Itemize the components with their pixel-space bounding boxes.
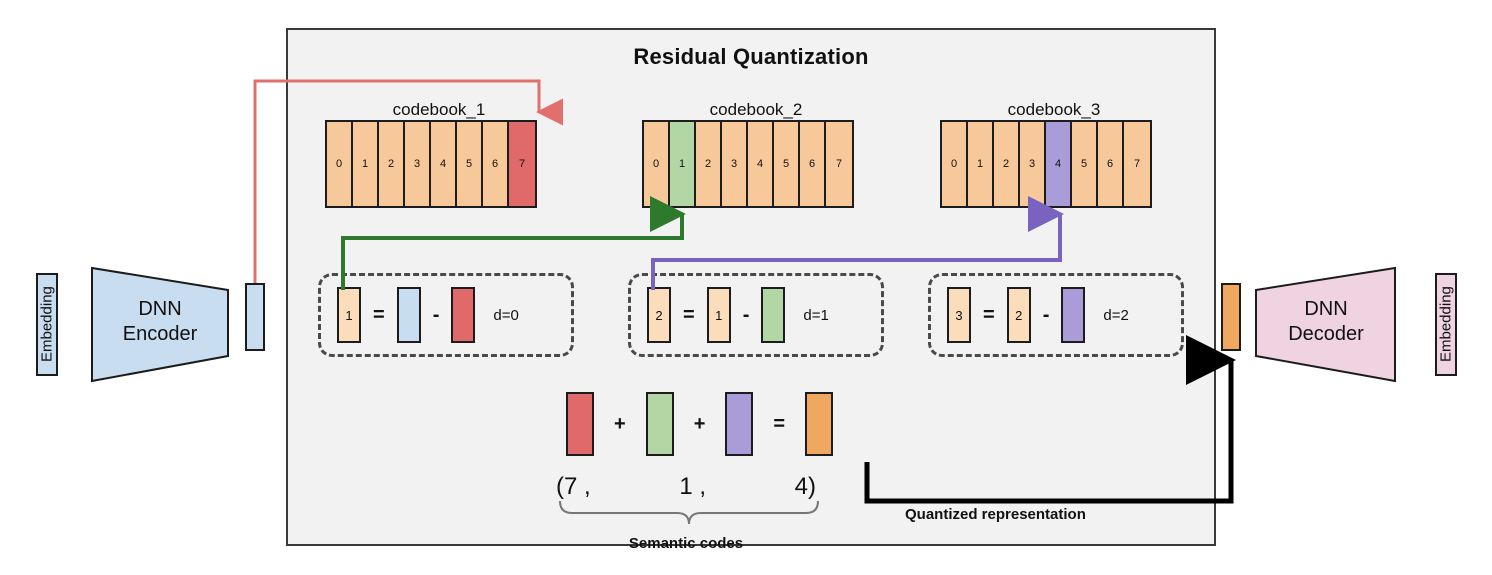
quantized-representation-caption: Quantized representation bbox=[905, 506, 1086, 523]
codebook-3-cell-1[interactable]: 1 bbox=[968, 122, 994, 206]
codebook-3-cell-4[interactable]: 4 bbox=[1046, 122, 1072, 206]
decoder-input-bar bbox=[1221, 283, 1241, 351]
semantic-codes-caption: Semantic codes bbox=[628, 535, 744, 552]
sum-bar-red bbox=[566, 392, 594, 456]
sum-bar-purple bbox=[725, 392, 754, 456]
residual-2-equals: = bbox=[983, 303, 995, 326]
residual-0-depth-label: d=0 bbox=[493, 306, 519, 324]
semantic-code-1: 1 , bbox=[679, 473, 707, 500]
semantic-codes-tuple: (7 , 1 , 4) bbox=[556, 473, 816, 501]
codebook-1-cell-4[interactable]: 4 bbox=[431, 122, 457, 206]
dnn-encoder-label-line2: Encoder bbox=[122, 323, 198, 345]
codebook-2-cell-1[interactable]: 1 bbox=[670, 122, 696, 206]
codebook-1-cell-5[interactable]: 5 bbox=[457, 122, 483, 206]
residual-2-left-bar: 2 bbox=[1006, 287, 1031, 343]
codebook-3-cell-6[interactable]: 6 bbox=[1098, 122, 1124, 206]
encoder-embedding-box: Embedding bbox=[36, 273, 58, 376]
codebook-2-cell-4[interactable]: 4 bbox=[748, 122, 774, 206]
decoder-embedding-box: Embedding bbox=[1435, 273, 1457, 376]
codebook-1-cell-2[interactable]: 2 bbox=[379, 122, 405, 206]
codebook-3-cell-2[interactable]: 2 bbox=[994, 122, 1020, 206]
residual-1-depth-label: d=1 bbox=[803, 306, 829, 324]
page-title: Residual Quantization bbox=[633, 44, 869, 69]
sum-equals: = bbox=[773, 412, 786, 435]
sum-plus-1: + bbox=[614, 412, 626, 435]
encoder-embedding-label: Embedding bbox=[38, 286, 56, 363]
semantic-code-0: (7 , bbox=[556, 473, 591, 500]
codebook-3-cell-7[interactable]: 7 bbox=[1124, 122, 1150, 206]
semantic-code-2: 4) bbox=[794, 473, 816, 500]
codebook-2-label: codebook_2 bbox=[709, 100, 803, 119]
decoder-embedding-label: Embedding bbox=[1437, 286, 1455, 363]
sum-result-bar bbox=[805, 392, 834, 456]
sum-plus-2: + bbox=[693, 412, 706, 435]
residual-0-result-bar: 1 bbox=[337, 287, 361, 343]
residual-group-2: 3 = 2 - d=2 bbox=[928, 273, 1184, 357]
codebook-2-cell-2[interactable]: 2 bbox=[696, 122, 722, 206]
residual-2-result-bar: 3 bbox=[947, 287, 971, 343]
dnn-encoder-label: DNN Encoder bbox=[96, 297, 224, 347]
residual-0-minus: - bbox=[432, 303, 440, 326]
codebook-2-cell-3[interactable]: 3 bbox=[722, 122, 748, 206]
codebook-1-cell-1[interactable]: 1 bbox=[353, 122, 379, 206]
dnn-decoder-label-line2: Decoder bbox=[1288, 323, 1364, 345]
dnn-decoder-label-line1: DNN bbox=[1304, 298, 1348, 320]
codebook-2-cell-7[interactable]: 7 bbox=[826, 122, 852, 206]
residual-0-sub-bar bbox=[451, 287, 476, 343]
residual-1-sub-bar bbox=[761, 287, 786, 343]
codebook-2-cell-5[interactable]: 5 bbox=[774, 122, 800, 206]
residual-group-1: 2 = 1 - d=1 bbox=[628, 273, 884, 357]
codebook-1-cell-0[interactable]: 0 bbox=[327, 122, 353, 206]
sum-bar-green bbox=[645, 392, 674, 456]
codebook-1-label: codebook_1 bbox=[392, 100, 486, 119]
codebook-1-cell-6[interactable]: 6 bbox=[483, 122, 509, 206]
codebook-2-cell-0[interactable]: 0 bbox=[644, 122, 670, 206]
residual-1-result-bar: 2 bbox=[647, 287, 671, 343]
encoder-output-bar bbox=[245, 283, 265, 351]
sum-row: + + = bbox=[566, 392, 834, 456]
codebook-2-cell-6[interactable]: 6 bbox=[800, 122, 826, 206]
residual-2-minus: - bbox=[1042, 303, 1050, 326]
dnn-encoder-label-line1: DNN bbox=[138, 298, 182, 320]
codebook-3-cell-5[interactable]: 5 bbox=[1072, 122, 1098, 206]
residual-1-left-bar: 1 bbox=[706, 287, 731, 343]
residual-2-depth-label: d=2 bbox=[1103, 306, 1129, 324]
residual-1-minus: - bbox=[742, 303, 750, 326]
residual-1-equals: = bbox=[683, 303, 695, 326]
codebook-1-cell-3[interactable]: 3 bbox=[405, 122, 431, 206]
codebook-3-cell-3[interactable]: 3 bbox=[1020, 122, 1046, 206]
codebook-3-cell-0[interactable]: 0 bbox=[942, 122, 968, 206]
residual-2-sub-bar bbox=[1061, 287, 1086, 343]
codebook-3-label: codebook_3 bbox=[1007, 100, 1101, 119]
codebook-1-cell-7[interactable]: 7 bbox=[509, 122, 535, 206]
residual-0-left-bar bbox=[396, 287, 421, 343]
dnn-decoder-label: DNN Decoder bbox=[1262, 297, 1390, 347]
residual-group-0: 1 = - d=0 bbox=[318, 273, 574, 357]
residual-0-equals: = bbox=[373, 303, 385, 326]
